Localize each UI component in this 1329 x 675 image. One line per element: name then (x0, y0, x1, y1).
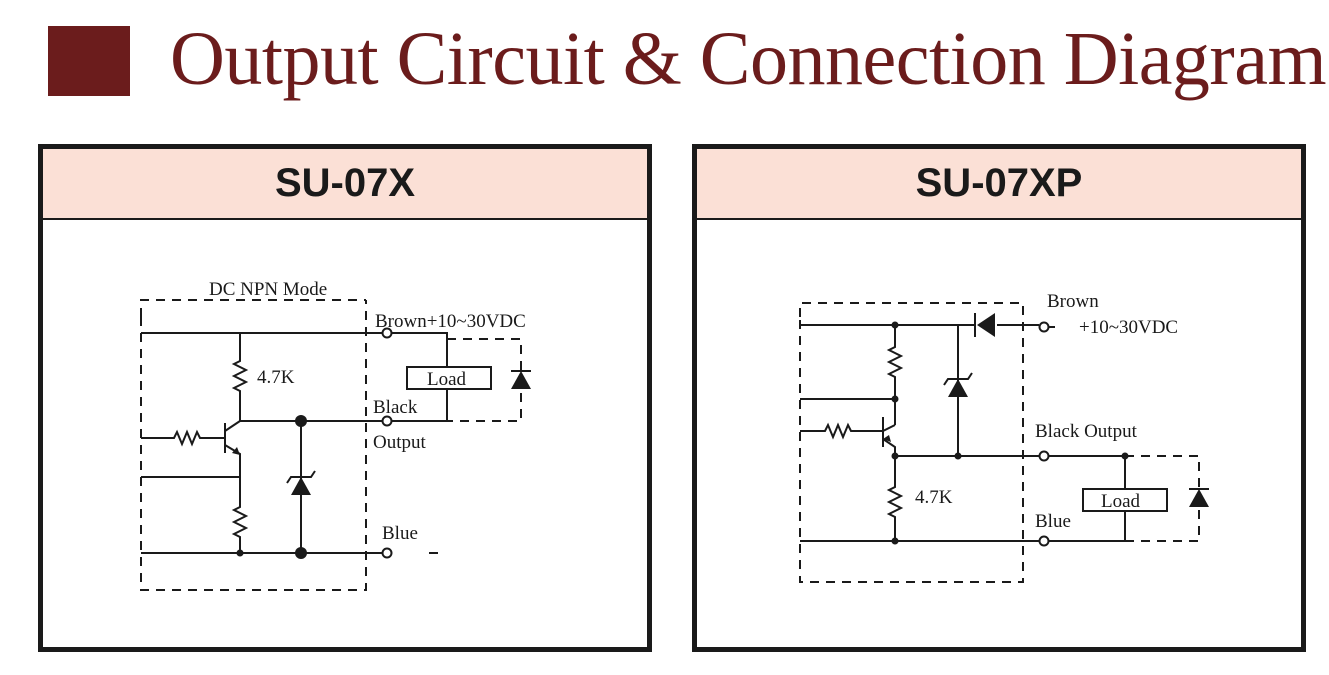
resistor-label: 4.7K (257, 367, 295, 388)
load-label: Load (427, 369, 467, 390)
terminal-blue (381, 547, 393, 559)
terminal-black (381, 415, 393, 427)
reverse-protection-diode (977, 313, 995, 337)
sensor-enclosure (140, 299, 366, 317)
junction-dot (891, 321, 899, 329)
panel-su-07xp: SU-07XP (692, 144, 1306, 652)
mode-label: DC NPN Mode (209, 279, 327, 300)
pullup-resistor (886, 325, 904, 425)
base-resistor (141, 429, 225, 447)
flyback-diode (511, 371, 531, 389)
zener-diode (948, 379, 968, 397)
panel-su-07x: SU-07X (38, 144, 652, 652)
load-box (406, 366, 492, 390)
junction-dot (236, 549, 244, 557)
voltage-label: +10~30VDC (1079, 317, 1178, 338)
black-output-label: Black Output (1035, 421, 1138, 442)
emitter-resistor (231, 467, 249, 553)
junction-dot (295, 415, 307, 427)
model-name: SU-07XP (915, 161, 1083, 205)
title-accent-square (48, 26, 130, 96)
pnp-circuit-diagram: Brown +10~30VDC Black Output 4.7K Load B… (799, 291, 1209, 583)
junction-dot (891, 537, 899, 545)
junction-dot (891, 452, 899, 460)
flyback-diode (1189, 489, 1209, 507)
junction-dot (295, 547, 307, 559)
load-box (1082, 488, 1168, 512)
terminal-black (1038, 450, 1050, 462)
npn-circuit-diagram: DC NPN Mode Brown+10~30VDC 4.7K Load Bla… (140, 279, 531, 591)
pullup-resistor (231, 333, 249, 421)
base-resistor (800, 422, 883, 440)
junction-dot (891, 395, 899, 403)
terminal-brown (381, 327, 393, 339)
sensor-enclosure (799, 302, 1024, 583)
terminal-blue (1038, 535, 1050, 547)
brown-label: Brown (1047, 291, 1099, 312)
load-label: Load (1101, 491, 1141, 512)
resistor-label: 4.7K (915, 487, 953, 508)
brown-label: Brown+10~30VDC (375, 311, 526, 332)
panel-header: SU-07XP (697, 149, 1301, 220)
zener-diode (291, 477, 311, 495)
blue-label: Blue (1035, 511, 1071, 532)
page-title: Output Circuit & Connection Diagram (170, 17, 1327, 101)
junction-dot (954, 452, 962, 460)
output-label: Output (373, 432, 427, 453)
terminal-brown (1038, 321, 1050, 333)
model-name: SU-07X (274, 161, 416, 205)
blue-label: Blue (382, 523, 418, 544)
junction-dot (1121, 452, 1129, 460)
black-label: Black (373, 397, 418, 418)
panel-header: SU-07X (43, 149, 647, 220)
